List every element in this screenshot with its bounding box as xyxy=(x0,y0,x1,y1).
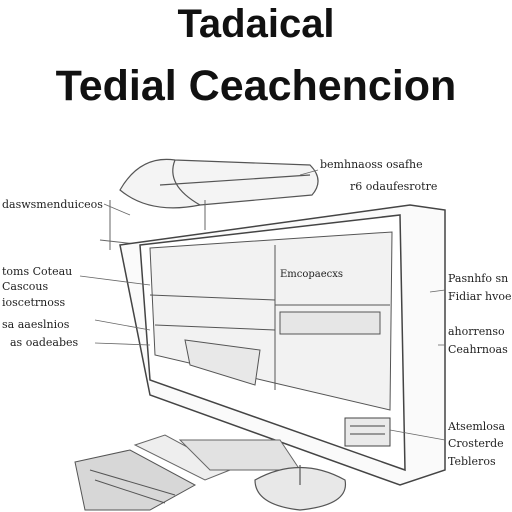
callout-right-bottom-1: Atsemlosa xyxy=(448,420,506,433)
keyboard xyxy=(74,449,197,511)
callout-right-mid-3: ahorrenso xyxy=(448,325,505,338)
callout-right-bottom-3: Tebleros xyxy=(448,455,496,468)
callout-left-mid-3: ioscetrnoss xyxy=(2,296,66,309)
callout-right-mid-2: Fidiar hvoe xyxy=(448,290,512,303)
callout-right-mid-4: Ceahrnoas xyxy=(448,343,508,356)
callout-right-bottom-2: Crosterde xyxy=(448,437,504,450)
callout-right-mid-1: Pasnhfo sn xyxy=(448,272,509,285)
callout-top-right-2: r6 odaufesrotre xyxy=(350,180,438,193)
leader-lines xyxy=(79,169,446,441)
mouse xyxy=(254,465,347,511)
monitor-screen xyxy=(149,231,393,411)
callout-left-mid-2: Cascous xyxy=(2,280,49,293)
diagram-subtitle: Tedial Ceachencion xyxy=(55,62,457,110)
callout-left-mid-4: sa aaeslnios xyxy=(2,318,70,331)
callout-left-top: daswsmenduiceos xyxy=(2,198,103,211)
diagram-title: Tadaical xyxy=(177,2,335,46)
screen-label: Emcopaecxs xyxy=(280,269,344,280)
callout-top-right-1: bemhnaoss osafhe xyxy=(320,158,423,171)
speaker-grille xyxy=(344,417,391,447)
overhead-cylinder xyxy=(119,158,319,209)
callout-left-mid-5: as oadeabes xyxy=(10,336,79,349)
desk-tray xyxy=(133,434,301,481)
callout-left-mid-1: toms Coteau xyxy=(2,265,73,278)
